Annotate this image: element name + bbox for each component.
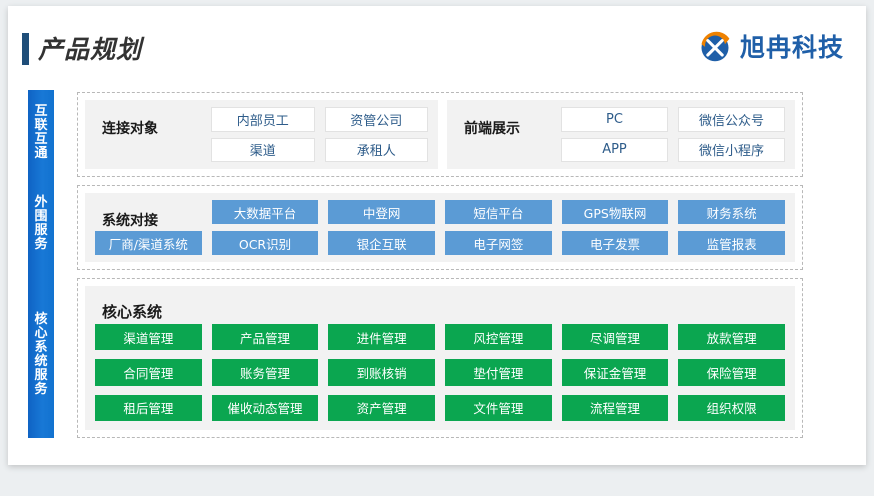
section-core-system: 核心系统 渠道管理 产品管理 进件管理 风控管理 尽调管理 放款管理 合同管理 …: [77, 278, 803, 438]
panel-core-system: 核心系统 渠道管理 产品管理 进件管理 风控管理 尽调管理 放款管理 合同管理 …: [85, 286, 795, 430]
chip-advance-payment-management[interactable]: 垫付管理: [444, 359, 552, 386]
panel-label-system-docking: 系统对接: [102, 213, 158, 229]
panel-label-frontend-display: 前端展示: [464, 121, 520, 137]
chip-wechat-mini-program[interactable]: 微信小程序: [678, 137, 785, 162]
section-system-integration: 系统对接 大数据平台 中登网 短信平台 GPS物联网 财务系统 厂商/渠道系统 …: [77, 185, 803, 270]
panel-system-docking: 系统对接 大数据平台 中登网 短信平台 GPS物联网 财务系统 厂商/渠道系统 …: [85, 193, 795, 262]
chip-channel[interactable]: 渠道: [211, 137, 315, 162]
page-title: 产品规划: [38, 35, 143, 64]
core-system-grid: 渠道管理 产品管理 进件管理 风控管理 尽调管理 放款管理 合同管理 账务管理 …: [95, 324, 785, 421]
chip-deposit-management[interactable]: 保证金管理: [561, 359, 669, 386]
panel-frontend-display: 前端展示 PC 微信公众号 APP 微信小程序: [447, 100, 795, 169]
chip-product-management[interactable]: 产品管理: [211, 324, 319, 351]
xuran-logo-icon: [701, 31, 730, 62]
chip-app[interactable]: APP: [561, 137, 668, 162]
brand-name: 旭冉科技: [739, 33, 844, 62]
chip-application-management[interactable]: 进件管理: [328, 324, 435, 351]
system-docking-grid: 大数据平台 中登网 短信平台 GPS物联网 财务系统 厂商/渠道系统 OCR识别…: [95, 200, 785, 255]
chip-electronic-invoice[interactable]: 电子发票: [561, 231, 669, 255]
connect-objects-grid: 内部员工 资管公司 渠道 承租人: [211, 107, 428, 162]
rail-char: 围: [34, 208, 48, 224]
chip-pc[interactable]: PC: [561, 107, 668, 132]
rail-char: 互: [34, 103, 48, 119]
rail-group-interconnect[interactable]: 互 联 互 通: [28, 90, 54, 176]
chip-big-data-platform[interactable]: 大数据平台: [211, 200, 319, 224]
rail-char: 联: [34, 117, 48, 133]
chip-disbursement-management[interactable]: 放款管理: [678, 324, 785, 351]
chip-regulatory-report[interactable]: 监管报表: [678, 231, 785, 255]
rail-char: 系: [34, 339, 48, 355]
chip-collection-dynamics-management[interactable]: 催收动态管理: [211, 394, 319, 421]
rail-group-core-system-services[interactable]: 核 心 系 统 服 务: [28, 272, 54, 438]
chip-gps-iot[interactable]: GPS物联网: [561, 200, 669, 224]
chip-organization-permission[interactable]: 组织权限: [678, 394, 785, 421]
rail-char: 服: [34, 223, 48, 238]
chip-channel-management[interactable]: 渠道管理: [95, 324, 202, 351]
chip-asset-management[interactable]: 资产管理: [328, 394, 435, 421]
chip-accounting-management[interactable]: 账务管理: [211, 359, 319, 386]
chip-risk-control-management[interactable]: 风控管理: [444, 324, 552, 351]
rail-char: 统: [34, 354, 48, 369]
grid-label-spacer: [95, 200, 202, 224]
rail-char: 心: [34, 325, 48, 341]
chip-internal-staff[interactable]: 内部员工: [211, 107, 315, 132]
chip-asset-management-company[interactable]: 资管公司: [324, 107, 428, 132]
rail-char: 互: [34, 132, 48, 147]
slide-header: 产品规划 旭冉科技: [8, 6, 866, 82]
rail-char: 通: [34, 146, 48, 162]
rail-group-peripheral-services[interactable]: 外 围 服 务: [28, 176, 54, 272]
chip-ocr-recognition[interactable]: OCR识别: [211, 231, 319, 255]
rail-char: 核: [34, 311, 48, 327]
rail-char: 务: [34, 382, 48, 398]
chip-finance-system[interactable]: 财务系统: [678, 200, 785, 224]
category-rail: 互 联 互 通 外 围 服 务 核 心 系 统 服 务: [28, 90, 54, 438]
chip-sms-platform[interactable]: 短信平台: [444, 200, 552, 224]
chip-electronic-signing[interactable]: 电子网签: [444, 231, 552, 255]
rail-char: 外: [34, 194, 48, 210]
chip-wechat-official-account[interactable]: 微信公众号: [678, 107, 785, 132]
chip-insurance-management[interactable]: 保险管理: [678, 359, 785, 386]
panel-label-core-system: 核心系统: [102, 303, 163, 321]
rail-char: 服: [34, 368, 48, 384]
title-accent-bar: [22, 33, 29, 65]
frontend-display-grid: PC 微信公众号 APP 微信小程序: [561, 107, 785, 162]
chip-lessee[interactable]: 承租人: [324, 137, 428, 162]
chip-vendor-channel-system[interactable]: 厂商/渠道系统: [95, 231, 202, 255]
chip-file-management[interactable]: 文件管理: [444, 394, 552, 421]
chip-receipt-writeoff[interactable]: 到账核销: [328, 359, 435, 386]
chip-post-lease-management[interactable]: 租后管理: [95, 394, 202, 421]
chip-process-management[interactable]: 流程管理: [561, 394, 669, 421]
chip-due-diligence-management[interactable]: 尽调管理: [561, 324, 669, 351]
chip-contract-management[interactable]: 合同管理: [95, 359, 202, 386]
panel-connect-objects: 连接对象 内部员工 资管公司 渠道 承租人: [85, 100, 438, 169]
chip-bank-enterprise-link[interactable]: 银企互联: [328, 231, 435, 255]
slide-canvas: 产品规划 旭冉科技 互 联 互 通 外 围 服 务 核 心 系 统: [8, 6, 866, 465]
section-interconnect: 连接对象 内部员工 资管公司 渠道 承租人 前端展示 PC 微信公众号 APP …: [77, 92, 803, 177]
brand-lockup: 旭冉科技: [697, 28, 844, 64]
rail-char: 务: [34, 237, 48, 253]
panel-label-connect-objects: 连接对象: [102, 121, 158, 137]
chip-zhongdeng-network[interactable]: 中登网: [328, 200, 435, 224]
